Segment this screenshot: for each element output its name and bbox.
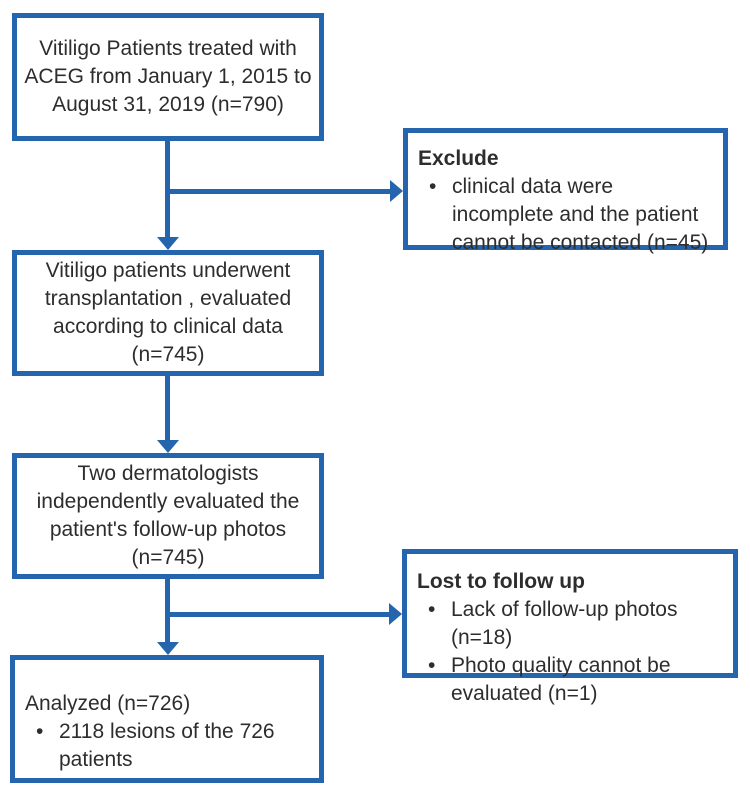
connector-branch-to-lost-line xyxy=(165,612,391,617)
box-treated-line: Vitiligo Patients treated with xyxy=(39,37,297,60)
box-transplantation: Vitiligo patients underwent transplantat… xyxy=(12,250,324,376)
box-treated-patients: Vitiligo Patients treated with ACEG from… xyxy=(12,13,324,141)
box-lost-title: Lost to follow up xyxy=(417,570,585,593)
list-item-text: Photo quality cannot be evaluated (n=1) xyxy=(451,654,671,705)
box-dermatologists-line: (n=745) xyxy=(131,546,205,569)
box-analyzed-title: Analyzed (n=726) xyxy=(25,692,191,715)
list-item-text: 2118 lesions of the 726 patients xyxy=(59,720,275,771)
connector-branch-to-exclude-line xyxy=(165,189,392,194)
box-treated-line: ACEG from January 1, 2015 to xyxy=(24,65,312,88)
arrow-down-icon xyxy=(157,440,179,453)
box-exclude: Exclude • clinical data were incomplete … xyxy=(403,128,728,254)
box-transplantation-line: Vitiligo patients underwent xyxy=(45,259,291,282)
arrow-down-icon xyxy=(157,642,179,655)
arrow-down-icon xyxy=(157,237,179,250)
box-dermatologists-line: independently evaluated the xyxy=(36,490,300,513)
box-dermatologists-line: patient's follow-up photos xyxy=(49,518,287,541)
bullet-icon: • xyxy=(36,720,44,743)
list-item: • Lack of follow-up photos (n=18) xyxy=(417,596,729,652)
box-dermatologists-line: Two dermatologists xyxy=(77,462,259,485)
list-item-text: Lack of follow-up photos (n=18) xyxy=(451,598,678,649)
list-item: • clinical data were incomplete and the … xyxy=(418,173,719,257)
bullet-icon: • xyxy=(428,598,436,621)
box-treated-line: August 31, 2019 (n=790) xyxy=(52,93,284,116)
list-item: • Photo quality cannot be evaluated (n=1… xyxy=(417,652,729,708)
list-item: • 2118 lesions of the 726 patients xyxy=(25,718,307,774)
box-exclude-title: Exclude xyxy=(418,147,499,170)
box-dermatologists: Two dermatologists independently evaluat… xyxy=(12,453,324,579)
box-analyzed: Analyzed (n=726) • 2118 lesions of the 7… xyxy=(10,655,324,783)
box-lost-to-follow-up: Lost to follow up • Lack of follow-up ph… xyxy=(402,549,738,705)
list-item-text: clinical data were incomplete and the pa… xyxy=(452,175,709,254)
bullet-icon: • xyxy=(428,654,436,677)
connector-transplant-to-derm-line xyxy=(165,376,170,443)
box-transplantation-line: (n=745) xyxy=(131,343,205,366)
arrow-right-icon xyxy=(390,180,403,202)
box-transplantation-line: according to clinical data xyxy=(53,315,283,338)
bullet-icon: • xyxy=(429,175,437,198)
box-transplantation-line: transplantation , evaluated xyxy=(44,287,292,310)
arrow-right-icon xyxy=(389,603,402,625)
